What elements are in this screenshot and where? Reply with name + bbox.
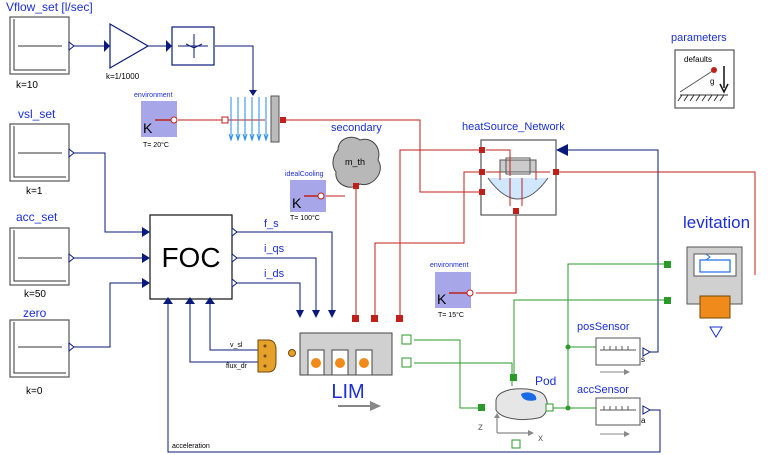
ideal-cooling-letter: K <box>292 195 302 211</box>
heat-source-title: heatSource_Network <box>462 121 565 133</box>
environment-top[interactable]: environment K T= 20°C <box>134 92 178 149</box>
acc-sensor-port: a <box>641 416 646 425</box>
pod-title: Pod <box>535 374 556 388</box>
acc-set-k: k=50 <box>24 289 46 300</box>
vflow-set-title: Vflow_set [l/sec] <box>6 0 93 14</box>
acc-sensor-title: accSensor <box>577 384 629 396</box>
lim-block[interactable]: LIM <box>296 310 412 411</box>
levitation-title: levitation <box>683 213 750 232</box>
vflow-set-k: k=10 <box>16 80 38 91</box>
thermal-wires <box>178 119 756 318</box>
foc-out-i-ds: i_ds <box>264 268 285 280</box>
gain-block[interactable]: k=1/1000 <box>104 22 150 81</box>
lim-label: LIM <box>331 381 364 403</box>
voltage-flux-dr: flux_dr <box>226 363 248 370</box>
environment-bottom[interactable]: environment K T= 15°C <box>430 262 474 319</box>
environment-top-title: environment <box>134 92 173 99</box>
foc-label: FOC <box>161 242 220 273</box>
foc-out-f-s: f_s <box>264 218 279 230</box>
pos-sensor-port: s <box>641 355 645 364</box>
pos-sensor-title: posSensor <box>577 321 630 333</box>
secondary-title: secondary <box>331 122 382 134</box>
secondary-inner: m_th <box>345 157 365 167</box>
pod-block[interactable]: Pod z x <box>478 374 556 449</box>
acceleration-signal-label: acceleration <box>172 443 210 450</box>
zero-k: k=0 <box>26 386 43 397</box>
zero-source[interactable]: zero k=0 <box>9 306 75 397</box>
signal-wires <box>74 45 661 453</box>
vsl-set-k: k=1 <box>26 186 43 197</box>
vsl-set-title: vsl_set <box>18 107 56 121</box>
coolant-pump[interactable] <box>221 95 286 143</box>
ideal-cooling-temp: T= 100°C <box>290 214 320 222</box>
acc-set-title: acc_set <box>16 210 58 224</box>
environment-top-letter: K <box>143 120 153 136</box>
ideal-cooling[interactable]: idealCooling K T= 100°C <box>285 171 326 222</box>
voltage-source[interactable]: v_sl flux_dr <box>226 339 296 373</box>
foc-block[interactable]: FOC f_s i_qs i_ds <box>142 214 285 304</box>
pod-axis-x: x <box>538 433 543 444</box>
parameters-g: g <box>710 77 714 86</box>
voltage-v-sl: v_sl <box>230 342 243 349</box>
heat-source-network[interactable]: heatSource_Network <box>462 121 568 216</box>
vsl-set-source[interactable]: vsl_set k=1 <box>9 107 75 197</box>
environment-bottom-letter: K <box>437 291 447 307</box>
gain-k: k=1/1000 <box>106 72 140 81</box>
zero-title: zero <box>23 306 47 320</box>
vflow-set-source[interactable]: Vflow_set [l/sec] k=10 <box>6 0 93 91</box>
parameters-title: parameters <box>671 32 727 44</box>
parameters-defaults: defaults <box>684 55 712 64</box>
environment-bottom-title: environment <box>430 262 469 269</box>
environment-bottom-temp: T= 15°C <box>438 311 464 319</box>
environment-top-temp: T= 20°C <box>143 141 169 149</box>
acc-sensor[interactable]: accSensor a <box>565 384 652 437</box>
limiter-block[interactable] <box>166 26 257 96</box>
pos-sensor[interactable]: posSensor s <box>565 321 652 375</box>
ideal-cooling-title: idealCooling <box>285 171 324 178</box>
pod-axis-z: z <box>478 422 483 433</box>
parameters-block[interactable]: parameters defaults g <box>671 32 735 109</box>
levitation-block[interactable]: levitation <box>664 213 750 338</box>
secondary-mass[interactable]: secondary m_th <box>331 122 382 189</box>
acc-set-source[interactable]: acc_set k=50 <box>9 210 75 300</box>
foc-out-i-qs: i_qs <box>264 243 285 255</box>
